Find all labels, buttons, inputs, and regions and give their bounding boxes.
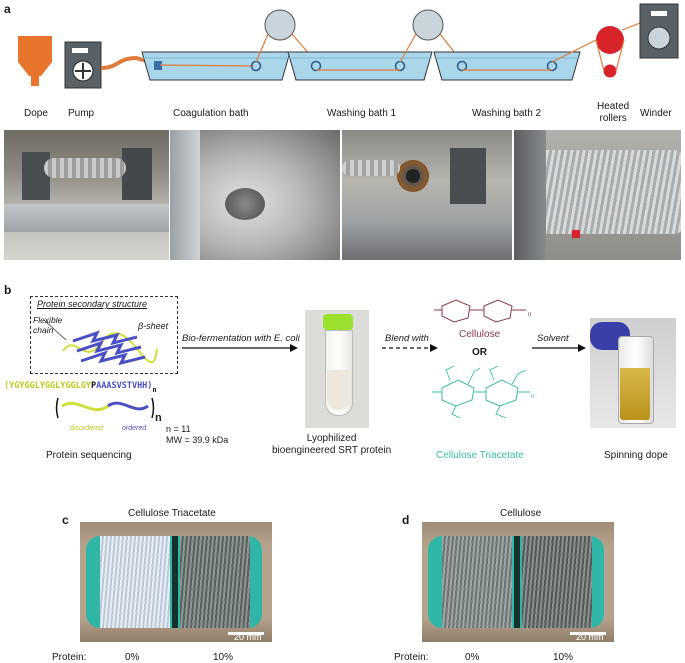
- washing-bath-1: [287, 51, 433, 81]
- winder-icon: [639, 3, 679, 59]
- photo-lyophilized-protein-tube: [305, 310, 369, 428]
- flexible-chain-label: Flexible chain: [33, 315, 63, 335]
- protein-chain-diagram: [55, 397, 155, 419]
- scale-bar: [228, 632, 264, 635]
- pointer-line: [43, 319, 67, 341]
- panel-d-title: Cellulose: [500, 508, 542, 519]
- panel-label-a: a: [4, 2, 11, 16]
- label-washing-bath-2: Washing bath 2: [472, 108, 542, 119]
- cellulose-triacetate-structure-icon: n: [432, 365, 534, 419]
- svg-text:n: n: [528, 312, 531, 318]
- lyophilized-label: Lyophilized bioengineered SRT protein: [272, 433, 392, 456]
- heated-rollers-icon: [595, 26, 625, 78]
- scale-bar-label-c: 20 mm: [234, 632, 262, 642]
- protein-sequencing-label: Protein sequencing: [46, 450, 132, 461]
- solvent-label: Solvent: [537, 333, 569, 344]
- sequence-proline: P: [91, 381, 97, 391]
- guide-roller-2: [412, 9, 444, 41]
- washing-bath-2: [433, 51, 581, 81]
- panel-label-b: b: [4, 283, 12, 297]
- photo-cellulose-fiber-spools: [422, 522, 614, 642]
- sequence-subscript-n: n: [152, 386, 157, 395]
- svg-text:n: n: [531, 394, 534, 400]
- guide-roller-1: [264, 9, 296, 41]
- panel-label-c: c: [62, 513, 69, 527]
- dope-hopper-icon: [18, 36, 52, 86]
- arrow-blend-with: [382, 344, 438, 352]
- label-pump: Pump: [68, 108, 95, 119]
- photo-washing-and-rollers: [342, 130, 512, 260]
- disordered-label: disordered: [70, 425, 104, 432]
- scale-bar-label-d: 20 mm: [576, 632, 604, 642]
- secondary-structure-box: Protein secondary structure Flexible cha…: [30, 296, 178, 374]
- spinning-dope-label: Spinning dope: [604, 450, 668, 461]
- sequence-disordered-part: (YGYGGLYGGLYGGLGY: [4, 381, 91, 391]
- protein-sequence: (YGYGGLYGGLYGGLGYPAAASVSTVHH)n: [4, 375, 157, 394]
- protein-pct-10-d: 10%: [553, 652, 574, 663]
- protein-pct-0-c: 0%: [125, 652, 140, 663]
- arrow-solvent: [532, 344, 586, 352]
- protein-label-d: Protein:: [394, 652, 429, 663]
- biofermentation-label: Bio-fermentation with E. coli: [182, 333, 300, 344]
- sequence-ordered-part: AAASVSTVHH): [96, 381, 153, 391]
- or-label: OR: [472, 347, 487, 358]
- label-dope: Dope: [24, 108, 48, 119]
- repeat-n-label: n: [155, 412, 162, 424]
- beta-sheet-label: β-sheet: [138, 321, 169, 331]
- photo-triacetate-fiber-spools: [80, 522, 272, 642]
- cellulose-triacetate-label: Cellulose Triacetate: [436, 450, 524, 461]
- beta-sheet-ribbon-icon: [62, 330, 158, 366]
- spinning-line-schematic: [18, 3, 679, 89]
- coagulation-bath: [141, 51, 291, 81]
- molecular-weight: MW = 39.9 kDa: [166, 435, 229, 445]
- cellulose-structure-icon: n: [434, 299, 531, 323]
- label-washing-bath-1: Washing bath 1: [327, 108, 397, 119]
- scale-bar: [570, 632, 606, 635]
- n-value: n = 11: [166, 424, 191, 434]
- protein-pct-10-c: 10%: [213, 652, 234, 663]
- panel-c-title: Cellulose Triacetate: [128, 508, 216, 519]
- photo-spinning-dope-vial: [590, 318, 676, 428]
- arrow-biofermentation: [182, 344, 298, 352]
- blend-with-label: Blend with: [385, 333, 429, 344]
- photo-spinning-setup-overview: [4, 130, 169, 260]
- cellulose-label: Cellulose: [459, 329, 501, 340]
- photo-winder-bobbin: [514, 130, 681, 260]
- photo-spinneret-in-bath: [170, 130, 340, 260]
- label-heated-rollers: Heated rollers: [597, 101, 630, 124]
- ordered-label: ordered: [122, 425, 147, 432]
- dope-tube: [100, 55, 159, 70]
- secondary-structure-title: Protein secondary structure: [37, 299, 148, 309]
- label-winder: Winder: [640, 108, 672, 119]
- panel-label-d: d: [402, 513, 410, 527]
- pump-icon: [64, 41, 102, 89]
- protein-pct-0-d: 0%: [465, 652, 480, 663]
- label-coagulation-bath: Coagulation bath: [173, 108, 249, 119]
- protein-label-c: Protein:: [52, 652, 87, 663]
